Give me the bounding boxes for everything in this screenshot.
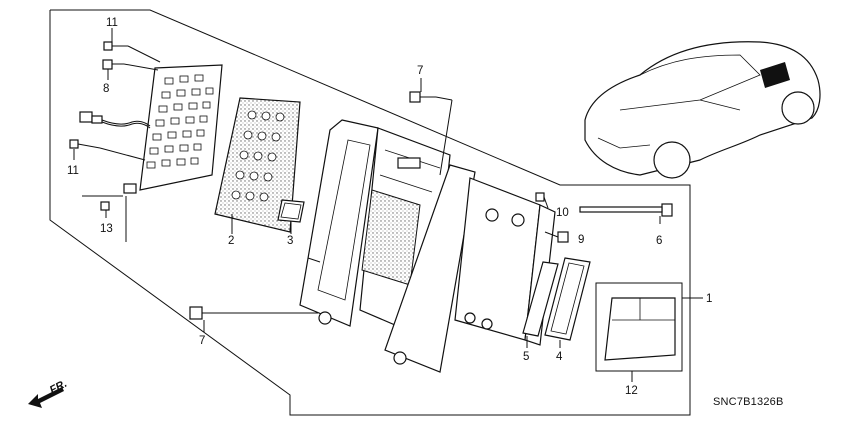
gasket-5 bbox=[522, 261, 559, 337]
bolt-9 bbox=[544, 231, 569, 243]
callout-11-lower: 11 bbox=[67, 165, 79, 177]
direction-label: FR. bbox=[48, 378, 69, 397]
callout-8: 8 bbox=[103, 83, 109, 95]
control-board bbox=[139, 64, 223, 191]
bolt-8 bbox=[102, 59, 159, 71]
callout-5: 5 bbox=[523, 351, 529, 363]
callout-4: 4 bbox=[556, 351, 563, 363]
callout-2: 2 bbox=[228, 235, 234, 247]
battery-frame-left bbox=[299, 119, 379, 327]
callout-7-upper: 7 bbox=[417, 65, 423, 77]
callout-3: 3 bbox=[287, 235, 293, 247]
callout-1: 1 bbox=[706, 293, 712, 305]
insulator-sheet-2 bbox=[214, 97, 301, 233]
battery-frame-right bbox=[384, 164, 476, 373]
gasket-4 bbox=[544, 257, 591, 341]
diagram-code: SNC7B1326B bbox=[713, 396, 784, 408]
front-direction-indicator: FR. bbox=[28, 378, 69, 408]
label-12 bbox=[595, 282, 683, 372]
vehicle-location-illustration bbox=[584, 41, 821, 179]
callout-10: 10 bbox=[556, 207, 569, 219]
wire-harness bbox=[79, 111, 151, 129]
callout-11-top: 11 bbox=[106, 17, 118, 29]
bolt-7-lower bbox=[189, 306, 318, 320]
long-bolt-6 bbox=[579, 203, 673, 217]
front-arrow-icon bbox=[28, 387, 64, 408]
callout-7-lower: 7 bbox=[199, 335, 205, 347]
bolt-11-lower bbox=[69, 139, 146, 161]
callout-6: 6 bbox=[656, 235, 662, 247]
assembly-outline bbox=[49, 9, 691, 416]
connector-13 bbox=[82, 183, 137, 242]
callout-12: 12 bbox=[625, 385, 638, 397]
callout-labels: 11 8 11 13 7 2 3 10 6 9 7 5 4 1 12 bbox=[67, 17, 712, 397]
callout-9: 9 bbox=[578, 234, 584, 246]
bolt-7-upper bbox=[409, 91, 453, 176]
bolt-10 bbox=[535, 192, 549, 209]
leader-lines bbox=[73, 28, 703, 382]
callout-13: 13 bbox=[100, 223, 113, 235]
gasket-3 bbox=[277, 199, 305, 223]
bolt-11-upper bbox=[103, 41, 161, 63]
